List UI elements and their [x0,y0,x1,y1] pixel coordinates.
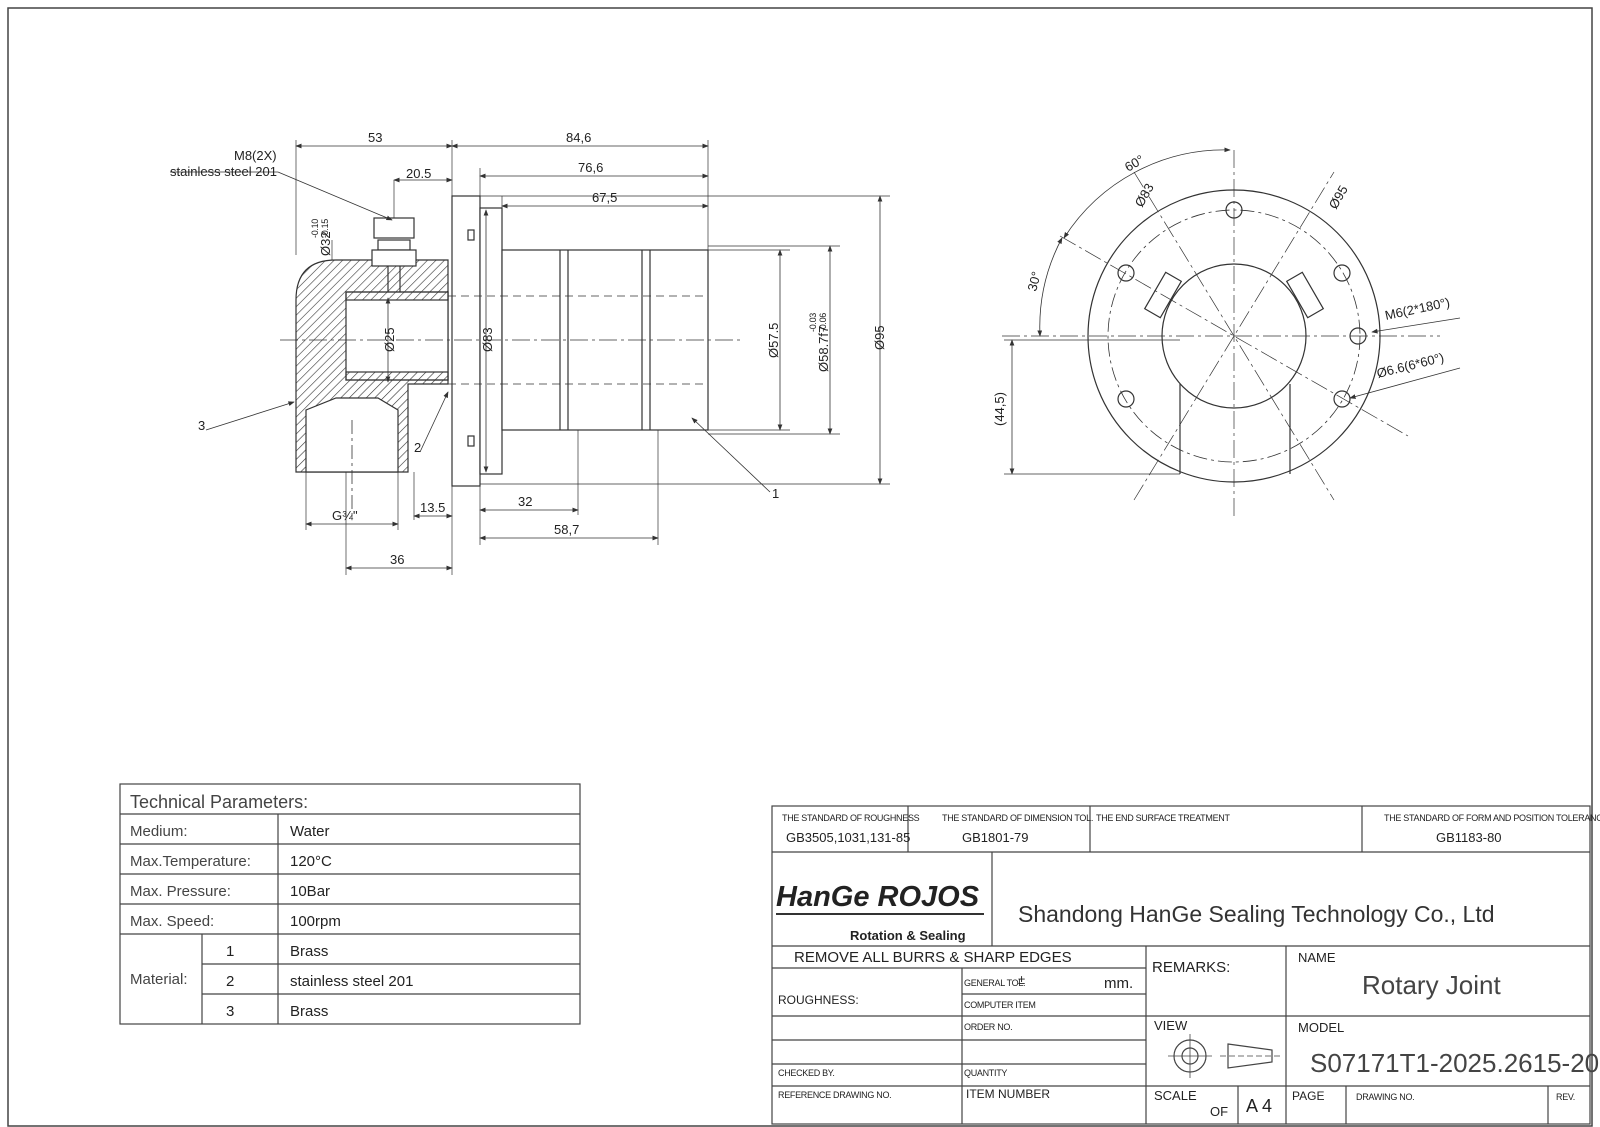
sheet-size: A 4 [1246,1096,1272,1116]
of-label: OF [1210,1104,1228,1119]
material-num-2: 2 [226,973,234,990]
title-block [771,805,1591,1125]
std-roughness-label: THE STANDARD OF ROUGHNESS [782,813,920,823]
remarks-label: REMARKS: [1152,959,1230,976]
dim-dia-32-tol-up: -0.10 [310,219,320,238]
end-view-labels: 60° 30° Ø83 Ø95 M6(2*180°) Ø6.6(6*60°) (… [992,152,1451,426]
param-value-pressure: 10Bar [290,883,330,900]
surface-label: THE END SURFACE TREATMENT [1096,813,1230,823]
dim-dia-83: Ø83 [480,327,495,352]
scale-label: SCALE [1154,1088,1197,1103]
tech-params-text: Technical Parameters: Medium: Water Max.… [130,792,413,1020]
dim-dia-58-7-tol-dn: -0.06 [818,313,828,332]
dim-20-5: 20.5 [406,166,431,181]
roughness-label: ROUGHNESS: [778,993,859,1007]
checked-by-label: CHECKED BY. [778,1068,835,1078]
dim-36: 36 [390,552,404,567]
std-dimension-label: THE STANDARD OF DIMENSION TOL. [942,813,1093,823]
computer-item-label: COMPUTER ITEM [964,1000,1036,1010]
dim-dia-25: Ø25 [382,327,397,352]
dim-13-5: 13.5 [420,500,445,515]
param-value-speed: 100rpm [290,913,341,930]
material-value-1: Brass [290,943,328,960]
dim-dia-58-7: Ø58.7f7 [816,326,831,372]
dim-dia-95: Ø95 [872,325,887,350]
plus-minus: ± [1018,972,1025,987]
offset-44-5: (44,5) [992,392,1007,426]
sheet-border [7,7,1593,1127]
angle-30: 30° [1024,270,1044,293]
params-title: Technical Parameters: [130,792,308,812]
material-value-3: Brass [290,1003,328,1020]
end-dia-95: Ø95 [1326,183,1351,212]
end-dia-83: Ø83 [1132,181,1157,210]
dim-dia-57-5: Ø57.5 [766,323,781,358]
company-name: Shandong HanGe Sealing Technology Co., L… [1018,901,1495,927]
mm-label: mm. [1104,975,1133,992]
material-value-2: stainless steel 201 [290,973,413,990]
dim-67-5: 67,5 [592,190,617,205]
dim-dia-32-tol-dn: -0.15 [320,219,330,238]
form-label: THE STANDARD OF FORM AND POSITION TOLERA… [1384,813,1600,823]
dim-dia-32: Ø32 [318,231,333,256]
remove-burrs-note: REMOVE ALL BURRS & SHARP EDGES [794,949,1072,966]
model-label: MODEL [1298,1020,1344,1035]
side-view-dimensions: 53 84,6 76,6 67,5 20.5 32 58,7 13.5 36 G… [170,130,887,567]
param-label-temperature: Max.Temperature: [130,853,251,870]
part-2-callout: 2 [414,440,421,455]
order-no-label: ORDER NO. [964,1022,1012,1032]
rev-label: REV. [1556,1092,1575,1102]
dim-76-6: 76,6 [578,160,603,175]
side-view [170,140,890,575]
model-value: S07171T1-2025.2615-20 [1310,1048,1599,1078]
form-value: GB1183-80 [1436,830,1502,845]
name-label: NAME [1298,950,1336,965]
part-3-callout: 3 [198,418,205,433]
view-label: VIEW [1154,1018,1188,1033]
param-label-speed: Max. Speed: [130,913,214,930]
m6-label: M6(2*180°) [1384,295,1452,323]
material-label: Material: [130,971,188,988]
material-num-1: 1 [226,943,234,960]
title-block-text: THE STANDARD OF ROUGHNESS GB3505,1031,13… [776,813,1600,1119]
quantity-label: QUANTITY [964,1068,1007,1078]
bolt-label: M8(2X) [234,148,277,163]
std-dimension-value: GB1801-79 [962,830,1029,845]
dim-g34: G¾" [332,508,358,523]
company-logo: HanGe ROJOS [776,881,980,913]
drawing-no-label: DRAWING NO. [1356,1092,1414,1102]
dim-58-7: 58,7 [554,522,579,537]
param-value-medium: Water [290,823,329,840]
dim-dia-58-7-tol-up: -0.03 [808,313,818,332]
flange [451,195,481,487]
param-label-medium: Medium: [130,823,188,840]
end-view [1002,147,1461,520]
angle-60: 60° [1122,152,1147,175]
holes-label: Ø6.6(6*60°) [1375,350,1445,381]
part-1-callout: 1 [772,486,779,501]
dim-84-6: 84,6 [566,130,591,145]
tech-params-table [119,783,581,1025]
name-value: Rotary Joint [1362,970,1501,1000]
page-label: PAGE [1292,1089,1324,1103]
reference-drawing-label: REFERENCE DRAWING NO. [778,1090,891,1100]
dim-53: 53 [368,130,382,145]
param-label-pressure: Max. Pressure: [130,883,231,900]
material-num-3: 3 [226,1003,234,1020]
logo-subtitle: Rotation & Sealing [850,928,966,943]
general-tol-label: GENERAL TOL. [964,978,1025,988]
std-roughness-value: GB3505,1031,131-85 [786,830,910,845]
bolt-material: stainless steel 201 [170,164,277,179]
item-number-label: ITEM NUMBER [966,1087,1050,1101]
param-value-temperature: 120°C [290,853,332,870]
dim-32: 32 [518,494,532,509]
